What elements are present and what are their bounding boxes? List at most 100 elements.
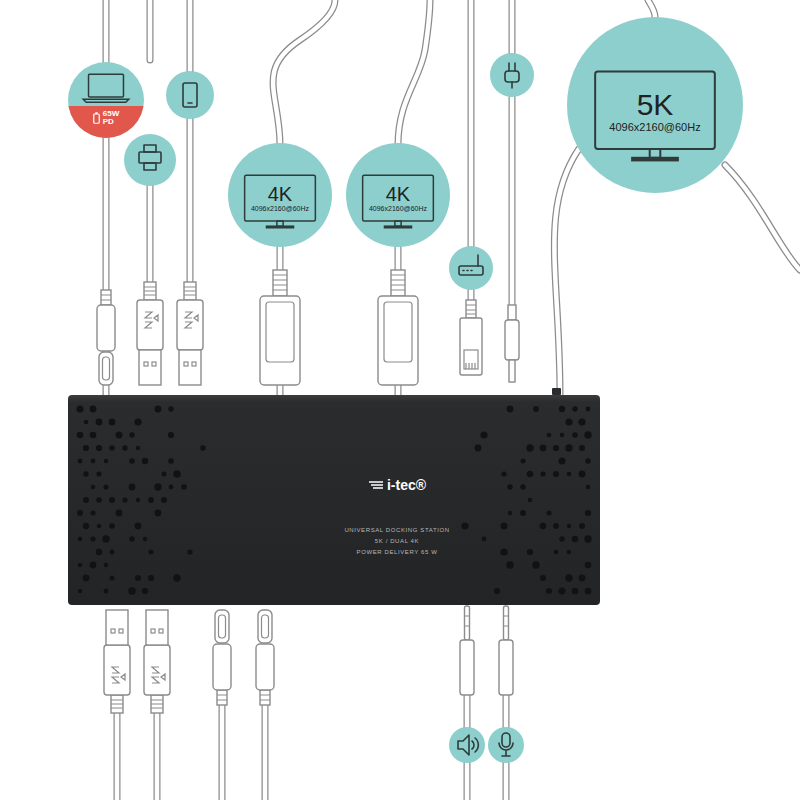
dock-label-block: i-tec®UNIVERSAL DOCKING STATION5K / DUAL… xyxy=(297,477,497,558)
vent-hole xyxy=(560,433,565,438)
monitor-neck xyxy=(277,221,283,226)
vent-hole xyxy=(135,523,142,530)
vent-hole xyxy=(559,458,566,465)
vent-hole xyxy=(526,444,533,451)
vent-hole xyxy=(91,459,96,464)
usb-a-plug xyxy=(104,610,130,713)
vent-hole xyxy=(533,406,539,412)
vent-hole xyxy=(559,536,564,541)
vent-hole xyxy=(148,497,154,503)
vent-hole xyxy=(129,536,134,541)
monitor-circle: 4K4096x2160@60Hz xyxy=(228,143,332,247)
vent-hole xyxy=(96,445,102,451)
vent-hole xyxy=(508,511,512,515)
power-delivery-label: 65W PD xyxy=(103,110,119,126)
resolution-title: 4K xyxy=(268,183,292,205)
vent-hole xyxy=(521,459,526,464)
vent-hole xyxy=(501,523,508,530)
vent-hole xyxy=(78,589,82,593)
vent-hole xyxy=(572,588,579,595)
dock-print: 5K / DUAL 4K xyxy=(297,536,497,547)
printer-icon xyxy=(124,134,176,186)
monitor-neck xyxy=(650,149,661,158)
monitor-text: 5K4096x2160@60Hz xyxy=(597,74,713,147)
vent-hole xyxy=(78,459,83,464)
battery-body xyxy=(94,114,100,123)
microphone-icon xyxy=(488,727,524,763)
vent-hole xyxy=(520,484,525,489)
monitor-screen xyxy=(595,72,715,149)
vent-hole xyxy=(532,561,539,568)
laptop-circle: 65W PD xyxy=(68,62,144,138)
vent-hole xyxy=(78,563,83,568)
vent-hole xyxy=(148,575,154,581)
vent-hole xyxy=(104,563,108,567)
vent-hole xyxy=(559,406,565,412)
vent-hole xyxy=(500,548,507,555)
battery-cap xyxy=(95,112,97,114)
usb-c-plug xyxy=(97,290,115,385)
vent-hole xyxy=(83,497,89,503)
laptop-screen xyxy=(89,74,124,97)
vent-hole xyxy=(187,549,192,554)
resolution-title: 4K xyxy=(386,183,410,205)
usb-a-plug xyxy=(144,610,170,713)
brand-logo: i-tec® xyxy=(387,477,426,493)
cable-outline xyxy=(554,149,578,395)
vent-hole xyxy=(553,445,559,451)
monitor-text: 4K4096x2160@60Hz xyxy=(247,177,314,219)
vent-hole xyxy=(149,550,154,555)
vent-hole xyxy=(585,510,591,516)
monitor-circle: 5K4096x2160@60Hz xyxy=(567,17,743,193)
vent-hole xyxy=(506,561,513,568)
vent-hole xyxy=(520,510,526,516)
monitor-base xyxy=(384,226,411,228)
displayport-plug xyxy=(378,270,418,385)
cable-connector xyxy=(554,149,578,395)
usb-a-plug xyxy=(177,282,203,385)
resolution-spec: 4096x2160@60Hz xyxy=(609,121,700,133)
vent-hole xyxy=(83,523,89,529)
vent-hole xyxy=(567,524,571,528)
resolution-spec: 4096x2160@60Hz xyxy=(251,205,309,213)
vent-hole xyxy=(585,562,592,569)
vent-hole xyxy=(572,432,578,438)
vent-hole xyxy=(96,419,103,426)
vent-hole xyxy=(585,588,592,595)
vent-hole xyxy=(507,406,514,413)
vent-hole xyxy=(553,471,559,477)
monitor-base xyxy=(266,226,293,228)
vent-hole xyxy=(77,432,84,439)
vent-hole xyxy=(84,420,89,425)
vent-hole xyxy=(142,458,148,464)
monitor-neck xyxy=(395,221,401,226)
vent-hole xyxy=(83,575,90,582)
router-icon xyxy=(449,246,493,290)
vent-hole xyxy=(162,472,167,477)
dock-print: POWER DELIVERY 65 W xyxy=(297,547,497,558)
vent-hole xyxy=(584,535,591,542)
vent-hole xyxy=(104,589,109,594)
vent-hole xyxy=(143,537,147,541)
audio-jack xyxy=(460,606,474,695)
resolution-title: 5K xyxy=(637,88,674,121)
vent-holes xyxy=(68,395,600,605)
vent-hole xyxy=(554,550,559,555)
vent-hole xyxy=(579,523,585,529)
vent-hole xyxy=(559,588,566,595)
laptop-base xyxy=(83,99,129,102)
vent-hole xyxy=(122,497,127,502)
vent-hole xyxy=(527,471,534,478)
vent-hole xyxy=(586,485,591,490)
vent-hole xyxy=(507,484,512,489)
logo-row: i-tec® xyxy=(297,477,497,493)
vent-hole xyxy=(585,458,590,463)
vent-hole xyxy=(579,575,586,582)
vent-hole xyxy=(565,444,572,451)
usb-a-plug xyxy=(137,282,163,385)
vent-hole xyxy=(110,576,115,581)
vent-hole xyxy=(173,574,180,581)
vent-hole xyxy=(91,511,96,516)
vent-hole xyxy=(161,497,167,503)
vent-hole xyxy=(97,524,101,528)
